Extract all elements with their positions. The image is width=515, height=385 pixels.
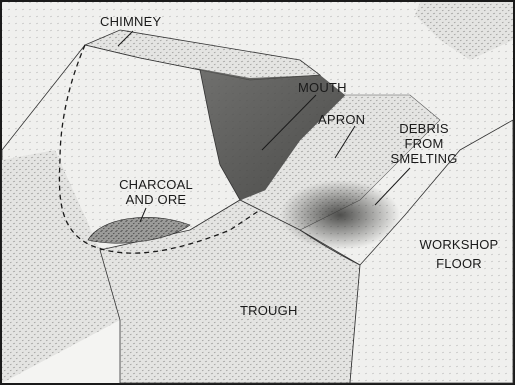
label-apron: APRON bbox=[318, 112, 365, 127]
label-debris-line1: DEBRIS bbox=[399, 121, 449, 136]
label-mouth: MOUTH bbox=[298, 80, 347, 95]
label-debris-line2: FROM bbox=[404, 136, 443, 151]
label-workshop-line2: FLOOR bbox=[436, 256, 482, 271]
label-workshop-line1: WORKSHOP bbox=[420, 237, 499, 252]
label-charcoal-line1: CHARCOAL bbox=[119, 177, 193, 192]
label-charcoal-line2: AND ORE bbox=[126, 192, 187, 207]
label-debris-line3: SMELTING bbox=[390, 151, 457, 166]
label-trough: TROUGH bbox=[240, 303, 298, 318]
label-chimney: CHIMNEY bbox=[100, 14, 161, 29]
debris-patch bbox=[280, 180, 400, 250]
